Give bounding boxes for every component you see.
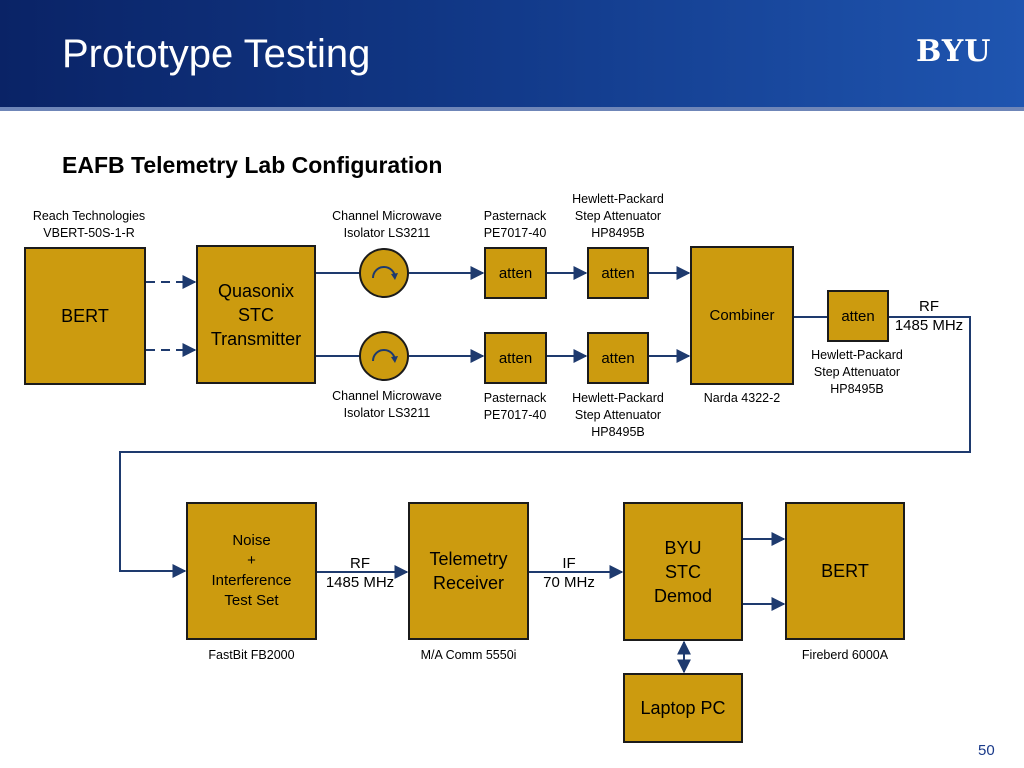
noise-interference-block: Noise + Interference Test Set bbox=[186, 502, 317, 640]
rf-output-label: RF 1485 MHz bbox=[894, 298, 964, 334]
hp-output-label: Hewlett-Packard Step Attenuator HP8495B bbox=[811, 348, 903, 396]
pasternack-bottom-label: Pasternack PE7017-40 bbox=[483, 391, 547, 422]
byu-logo: BYU bbox=[916, 34, 992, 69]
stc-demod-block: BYU STC Demod bbox=[623, 502, 743, 641]
laptop-block: Laptop PC bbox=[623, 673, 743, 743]
atten-output: atten bbox=[827, 290, 889, 342]
combiner-block: Combiner bbox=[690, 246, 794, 385]
macomm-label: M/A Comm 5550i bbox=[420, 648, 517, 662]
fireberd-label: Fireberd 6000A bbox=[801, 648, 889, 662]
fastbit-label: FastBit FB2000 bbox=[208, 648, 295, 662]
isolator-top-label: Channel Microwave Isolator LS3211 bbox=[332, 209, 442, 240]
atten-top-2: atten bbox=[587, 247, 649, 299]
atten-bottom-2: atten bbox=[587, 332, 649, 384]
bert-receive-block: BERT bbox=[785, 502, 905, 640]
header-divider bbox=[0, 107, 1024, 111]
bert-transmit-block: BERT bbox=[24, 247, 146, 385]
hp-top-label: Hewlett-Packard Step Attenuator HP8495B bbox=[572, 192, 664, 240]
isolator-top-icon bbox=[359, 248, 409, 298]
narda-label: Narda 4322-2 bbox=[703, 391, 781, 405]
reach-label: Reach Technologies VBERT-50S-1-R bbox=[32, 209, 146, 240]
telemetry-receiver-block: Telemetry Receiver bbox=[408, 502, 529, 640]
transmitter-block: Quasonix STC Transmitter bbox=[196, 245, 316, 384]
atten-top-1: atten bbox=[484, 247, 547, 299]
feedback-wire bbox=[119, 316, 971, 578]
pasternack-top-label: Pasternack PE7017-40 bbox=[483, 209, 547, 240]
atten-bottom-1: atten bbox=[484, 332, 547, 384]
isolator-bottom-label: Channel Microwave Isolator LS3211 bbox=[332, 389, 442, 420]
rf-mid-label: RF 1485 MHz bbox=[325, 555, 395, 591]
hp-bottom-label: Hewlett-Packard Step Attenuator HP8495B bbox=[572, 391, 664, 439]
if-mid-label: IF 70 MHz bbox=[543, 555, 595, 591]
diagram-subtitle: EAFB Telemetry Lab Configuration bbox=[62, 152, 443, 178]
slide-title: Prototype Testing bbox=[62, 32, 371, 76]
page-number: 50 bbox=[978, 742, 995, 759]
isolator-bottom-icon bbox=[359, 331, 409, 381]
header-bar bbox=[0, 0, 1024, 107]
